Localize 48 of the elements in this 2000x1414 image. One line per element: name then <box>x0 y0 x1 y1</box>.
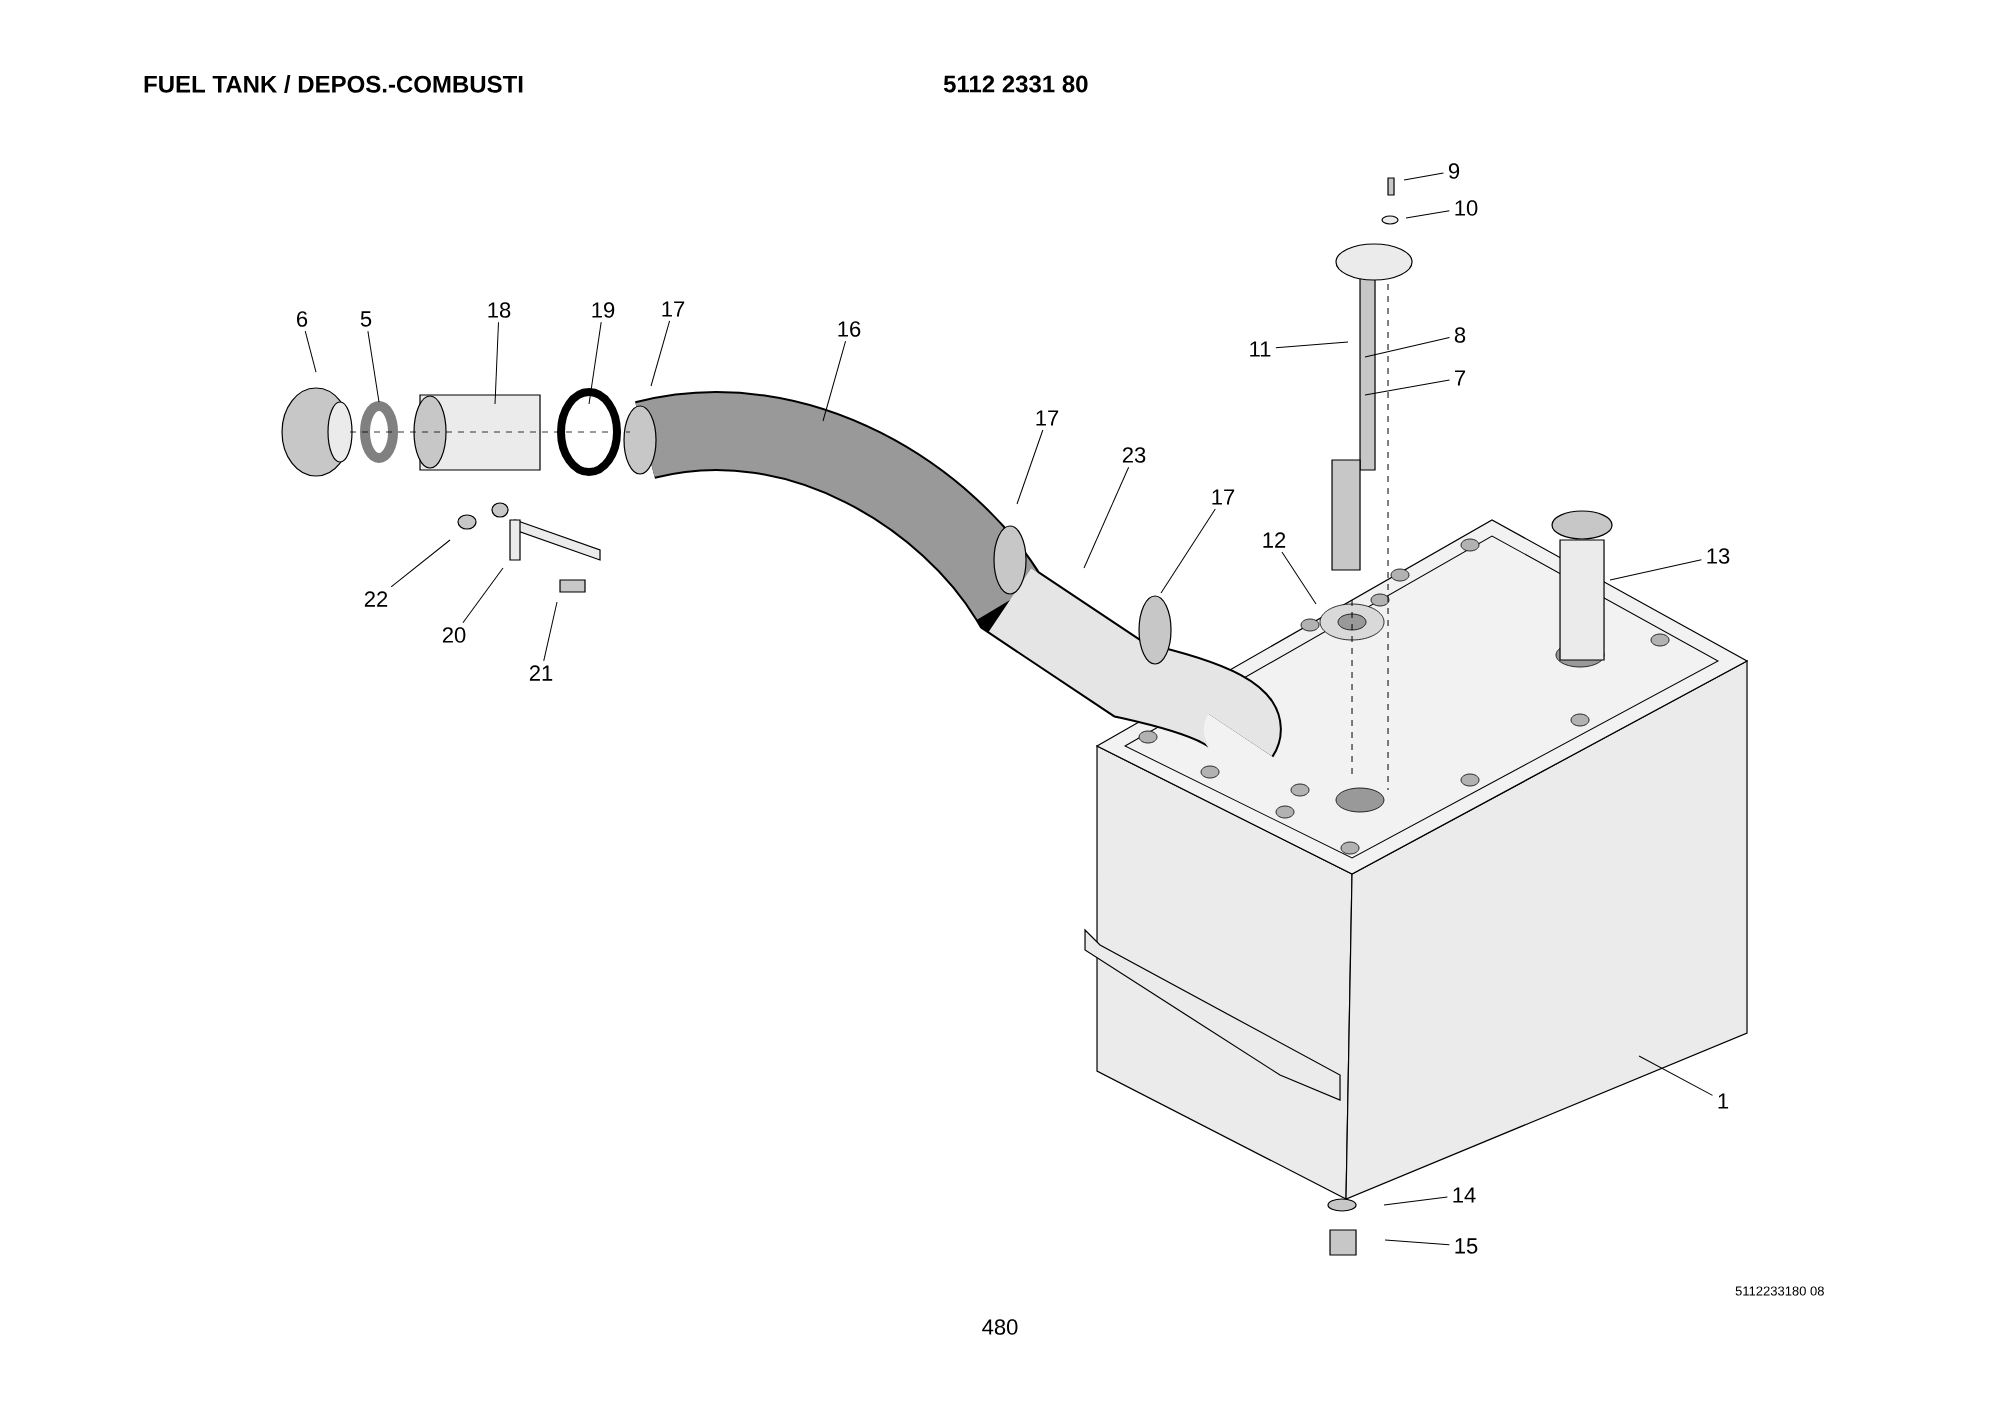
leader-line <box>1364 379 1450 396</box>
leader-line <box>390 539 451 588</box>
leader-line <box>1083 466 1130 569</box>
callout-number: 17 <box>1036 410 1059 426</box>
leader-line <box>1275 341 1349 349</box>
callout-number: 14 <box>1453 1187 1476 1203</box>
callout-number: 13 <box>1707 548 1730 564</box>
callout-number: 20 <box>442 627 466 643</box>
callout-number: 11 <box>1250 341 1271 357</box>
callout-number: 22 <box>364 591 388 607</box>
leader-line <box>304 330 317 373</box>
callout-number: 6 <box>297 311 308 327</box>
callout-number: 5 <box>360 311 372 327</box>
page-number: 480 <box>982 1319 1018 1335</box>
callout-number: 1 <box>1718 1093 1729 1109</box>
leader-line <box>1016 429 1044 505</box>
callout-number: 17 <box>1212 489 1235 505</box>
callout-number: 9 <box>1448 163 1460 179</box>
leader-line <box>822 340 847 422</box>
callout-number: 10 <box>1455 200 1478 216</box>
leader-line <box>1383 1196 1448 1206</box>
leader-line <box>543 601 558 662</box>
leader-line <box>1384 1239 1450 1246</box>
leader-line <box>494 321 499 405</box>
leader-line <box>1609 559 1702 581</box>
title: FUEL TANK / DEPOS.-COMBUSTI <box>144 75 523 93</box>
leader-line <box>1364 336 1450 358</box>
callout-number: 7 <box>1455 370 1466 386</box>
leader-line <box>1281 551 1317 605</box>
leader-line <box>1403 172 1444 181</box>
leader-line <box>367 330 380 403</box>
callout-number: 8 <box>1454 327 1466 343</box>
leader-line <box>1638 1055 1713 1096</box>
leader-line <box>588 321 602 405</box>
callout-number: 21 <box>529 665 553 681</box>
part-number: 5112 2331 80 <box>943 75 1088 93</box>
callout-number: 15 <box>1455 1238 1478 1254</box>
callout-number: 17 <box>662 301 685 317</box>
leader-line <box>1405 210 1450 219</box>
leader-line <box>650 320 671 387</box>
callout-number: 19 <box>592 302 615 318</box>
callout-number: 23 <box>1122 447 1146 463</box>
callout-number: 18 <box>488 302 511 318</box>
drawing-number: 5112233180 08 <box>1735 1286 1824 1296</box>
callout-number: 16 <box>838 321 861 337</box>
leader-line <box>1160 508 1216 594</box>
leader-line <box>462 567 504 624</box>
callout-number: 12 <box>1263 532 1286 548</box>
